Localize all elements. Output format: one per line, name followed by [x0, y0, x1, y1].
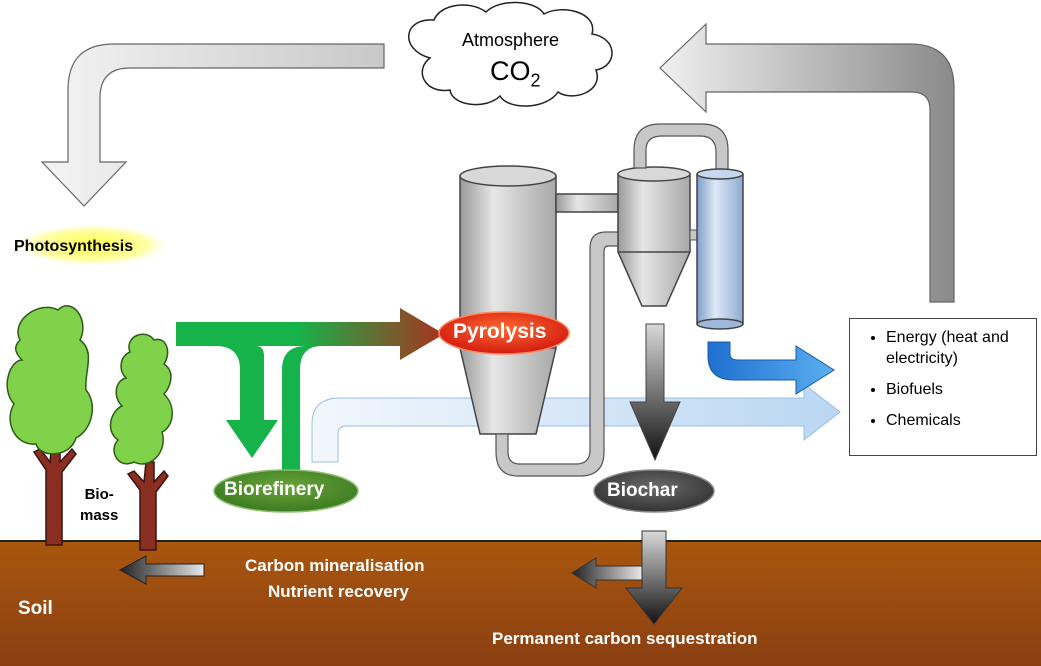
biorefinery-label: Biorefinery — [224, 479, 325, 500]
biochar-nutrient-arrow — [571, 557, 643, 589]
biomass-to-pyrolysis-arrow — [176, 308, 444, 360]
biomass-label: Bio- mass — [80, 486, 119, 524]
biorefinery-badge — [213, 469, 359, 513]
condenser-to-energy-arrow — [707, 341, 835, 395]
atmosphere-cloud — [408, 1, 613, 107]
co2-uptake-arrow — [40, 43, 385, 207]
carbon-mineralisation-label: Carbon mineralisation — [245, 556, 425, 575]
products-list: Energy (heat and electricity) Biofuels C… — [850, 319, 1036, 431]
biorefinery-up-stem — [282, 346, 322, 470]
condenser-column — [696, 168, 744, 330]
pyrolysis-to-products-arrow — [311, 382, 841, 463]
co2-label: CO2 — [490, 56, 541, 91]
biomass-to-biorefinery-arrow — [216, 346, 278, 458]
photosynthesis-label: Photosynthesis — [14, 238, 134, 255]
pyrolysis-label: Pyrolysis — [453, 320, 547, 343]
permanent-sequestration-label: Permanent carbon sequestration — [492, 629, 758, 648]
pyrolysis-reactor — [459, 165, 621, 477]
cyclone-to-biochar-arrow — [629, 323, 681, 462]
atmosphere-label: Atmosphere — [462, 30, 560, 50]
product-item-energy: Energy (heat and electricity) — [886, 327, 1036, 369]
co2-release-arrow — [659, 22, 955, 303]
biochar-into-soil-arrow — [624, 530, 684, 625]
tree-right — [109, 333, 173, 551]
sun-glow — [12, 223, 172, 267]
biochar-badge — [593, 469, 715, 513]
product-item-biofuels: Biofuels — [886, 379, 1036, 400]
soil-band — [0, 541, 1041, 666]
products-box: Energy (heat and electricity) Biofuels C… — [849, 318, 1037, 456]
biochar-label: Biochar — [607, 480, 678, 501]
nutrient-recovery-label: Nutrient recovery — [268, 582, 409, 601]
tree-left — [6, 305, 94, 546]
pyrolysis-badge — [438, 311, 570, 355]
product-item-chemicals: Chemicals — [886, 410, 1036, 431]
soil-to-biomass-arrow — [118, 555, 205, 585]
soil-label: Soil — [18, 598, 53, 619]
